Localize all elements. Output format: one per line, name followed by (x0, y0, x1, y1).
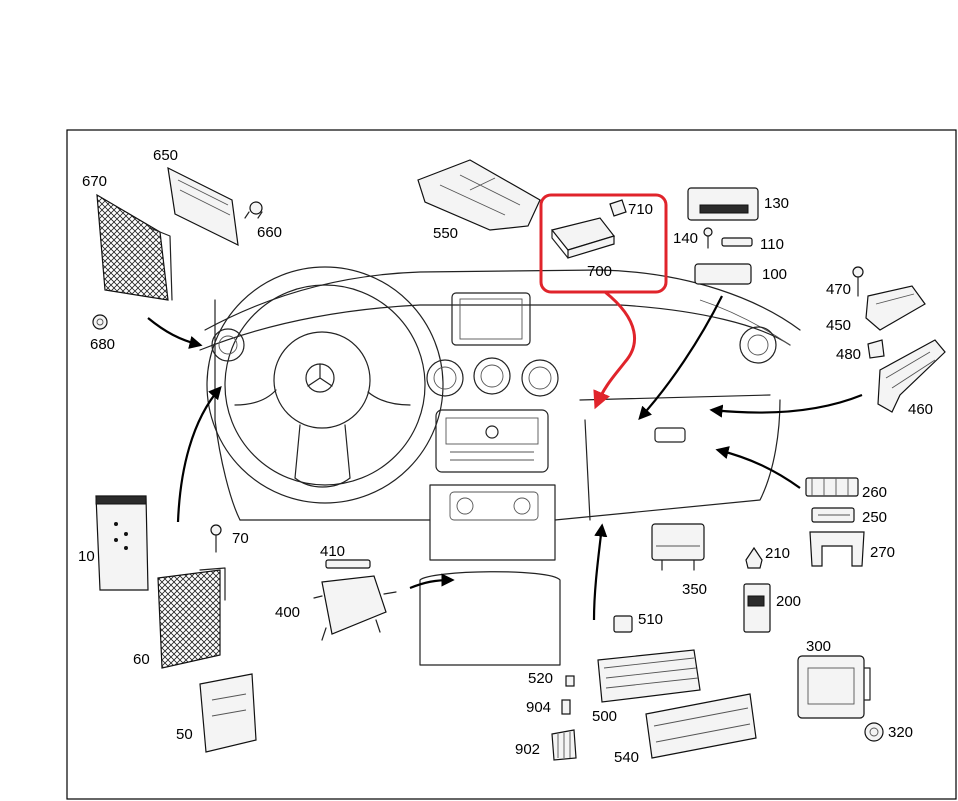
callout-50: 50 (176, 726, 193, 743)
callout-680: 680 (90, 336, 115, 353)
callout-650: 650 (153, 147, 178, 164)
part-410 (325, 559, 371, 569)
callout-300: 300 (806, 638, 831, 655)
callout-710: 710 (628, 201, 653, 218)
callout-10: 10 (78, 548, 95, 565)
callout-labels: 650 670 660 680 550 710 700 130 140 110 … (78, 147, 933, 766)
callout-70: 70 (232, 530, 249, 547)
part-470 (852, 266, 864, 297)
part-902 (551, 729, 577, 761)
part-60 (157, 567, 226, 669)
callout-140: 140 (673, 230, 698, 247)
callout-130: 130 (764, 195, 789, 212)
part-140 (703, 227, 713, 249)
callout-320: 320 (888, 724, 913, 741)
part-700 (550, 217, 616, 259)
highlight-box-700 (539, 193, 668, 294)
callout-400: 400 (275, 604, 300, 621)
part-260 (805, 477, 859, 497)
callout-520: 520 (528, 670, 553, 687)
part-210 (745, 546, 763, 569)
part-710 (609, 199, 627, 217)
part-550 (417, 159, 541, 231)
part-450 (865, 285, 926, 331)
callout-480: 480 (836, 346, 861, 363)
part-130 (687, 187, 759, 221)
part-660 (244, 201, 263, 219)
part-350 (651, 523, 705, 571)
callout-902: 902 (515, 741, 540, 758)
callout-250: 250 (862, 509, 887, 526)
part-480 (867, 339, 885, 359)
callout-410: 410 (320, 543, 345, 560)
callout-450: 450 (826, 317, 851, 334)
callout-510: 510 (638, 611, 663, 628)
pointer-arrows (147, 295, 863, 621)
callout-550: 550 (433, 225, 458, 242)
part-904 (561, 699, 571, 715)
callout-904: 904 (526, 699, 551, 716)
callout-100: 100 (762, 266, 787, 283)
callout-210: 210 (765, 545, 790, 562)
callout-500: 500 (592, 708, 617, 725)
callout-110: 110 (760, 236, 784, 253)
callout-540: 540 (614, 749, 639, 766)
part-50 (199, 673, 257, 753)
part-400 (313, 575, 397, 641)
red-arrow (593, 290, 637, 410)
callout-200: 200 (776, 593, 801, 610)
callout-700: 700 (587, 263, 612, 280)
part-510 (613, 615, 633, 633)
part-500 (597, 649, 701, 703)
part-10 (95, 495, 149, 591)
part-270 (809, 531, 865, 567)
callout-260: 260 (862, 484, 887, 501)
part-200 (743, 583, 771, 633)
part-250 (811, 507, 855, 523)
callout-460: 460 (908, 401, 933, 418)
part-650 (167, 166, 239, 247)
part-460 (877, 339, 946, 413)
part-110 (721, 237, 753, 247)
dashboard-illustration (199, 266, 801, 666)
callout-660: 660 (257, 224, 282, 241)
callout-60: 60 (133, 651, 150, 668)
callout-670: 670 (82, 173, 107, 190)
part-320 (864, 722, 884, 742)
part-680 (92, 314, 108, 330)
part-100 (694, 263, 752, 285)
part-520 (565, 675, 575, 687)
part-70 (210, 524, 222, 553)
callout-470: 470 (826, 281, 851, 298)
center-vents (211, 326, 777, 397)
part-670 (96, 193, 173, 301)
callout-350: 350 (682, 581, 707, 598)
part-300 (797, 655, 871, 719)
callout-270: 270 (870, 544, 895, 561)
part-540 (645, 693, 757, 759)
